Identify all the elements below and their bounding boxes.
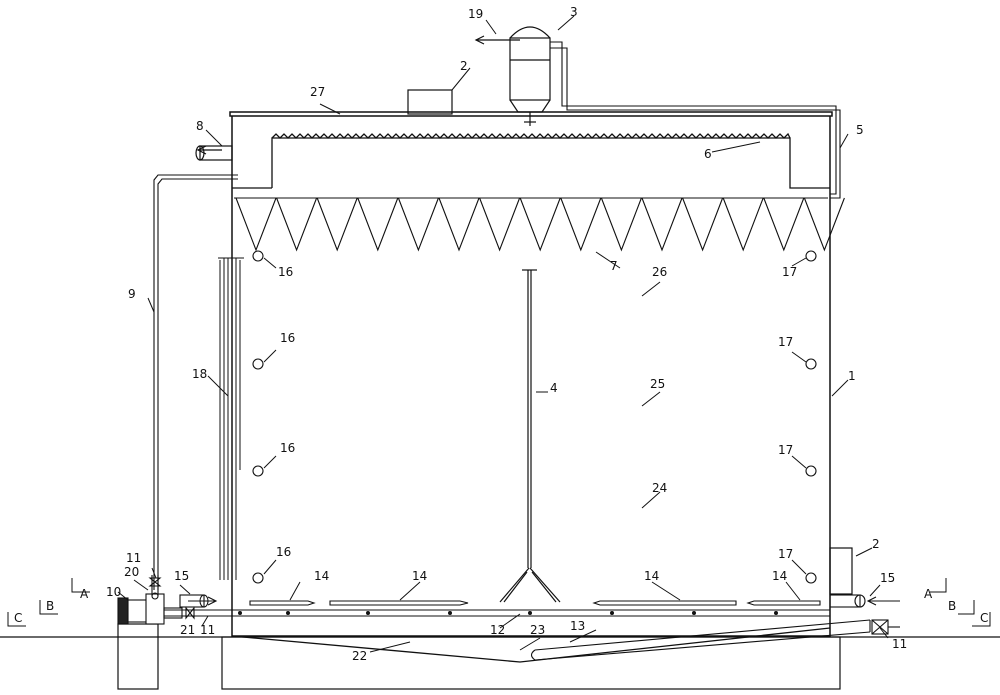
separator-funnel (803, 197, 845, 252)
separator-funnel (235, 197, 277, 252)
label-14-a: 14 (314, 569, 329, 583)
label-17-d: 17 (778, 547, 793, 561)
label-11-pump: 11 (200, 623, 215, 637)
gas-pipe (550, 41, 841, 199)
label-12: 12 (490, 623, 505, 637)
separator-funnel (641, 197, 683, 252)
label-23: 23 (530, 623, 545, 637)
section-right-a: A (924, 587, 933, 601)
inlet-pipes (179, 594, 900, 608)
section-markers (7, 578, 991, 627)
label-16-c: 16 (280, 441, 295, 455)
pipe-nozzle (448, 611, 452, 615)
label-7: 7 (610, 259, 618, 273)
recirculation-pipe (153, 174, 238, 590)
outlet-pipe (195, 145, 233, 161)
separator-funnel (357, 197, 399, 252)
separator-funnel (479, 197, 521, 252)
pipe-nozzle (774, 611, 778, 615)
separator-funnels (234, 197, 845, 252)
label-9: 9 (128, 287, 136, 301)
side-port (829, 547, 853, 595)
stirrer-shaft (499, 269, 561, 603)
label-17-b: 17 (778, 335, 793, 349)
label-8: 8 (196, 119, 204, 133)
label-16-d: 16 (276, 545, 291, 559)
label-16-a: 16 (278, 265, 293, 279)
label-11-top: 11 (126, 551, 141, 565)
pipe-nozzles (238, 611, 778, 615)
section-right-b: B (948, 599, 956, 613)
foundation (0, 623, 1000, 690)
separator-funnel (397, 197, 439, 252)
label-5: 5 (856, 123, 864, 137)
label-27: 27 (310, 85, 325, 99)
label-2-top: 2 (460, 59, 468, 73)
label-22: 22 (352, 649, 367, 663)
section-letters: C B A A B C (14, 587, 988, 625)
drain-pipe (530, 619, 871, 661)
pipe-nozzle (528, 611, 532, 615)
separator-funnel (519, 197, 561, 252)
section-left-b: B (46, 599, 54, 613)
label-4: 4 (550, 381, 558, 395)
label-13: 13 (570, 619, 585, 633)
label-18: 18 (192, 367, 207, 381)
sawtooth-weir (271, 132, 791, 139)
separator-funnel (682, 197, 724, 252)
hopper-bottom (231, 627, 831, 663)
label-14-b: 14 (412, 569, 427, 583)
label-20: 20 (124, 565, 139, 579)
label-17-c: 17 (778, 443, 793, 457)
pipe-nozzle (610, 611, 614, 615)
distributor-pipes (160, 600, 830, 617)
label-17-a: 17 (782, 265, 797, 279)
label-10: 10 (106, 585, 121, 599)
gas-cap (474, 26, 551, 126)
sampling-tubes (218, 257, 244, 580)
separator-funnel (276, 197, 318, 252)
label-21: 21 (180, 623, 195, 637)
pipe-nozzle (238, 611, 242, 615)
label-3: 3 (570, 5, 578, 19)
section-left-a: A (80, 587, 89, 601)
label-14-d: 14 (772, 569, 787, 583)
section-left-c: C (14, 611, 22, 625)
separator-funnel (560, 197, 602, 252)
separator-funnel (722, 197, 764, 252)
label-19: 19 (468, 7, 483, 21)
label-2-side: 2 (872, 537, 880, 551)
sample-ports (252, 250, 817, 584)
section-right-c: C (980, 611, 988, 625)
label-6: 6 (704, 147, 712, 161)
leader-lines (117, 15, 889, 653)
label-11-drain: 11 (892, 637, 907, 651)
label-15-left: 15 (174, 569, 189, 583)
pipe-nozzle (286, 611, 290, 615)
separator-funnel (600, 197, 642, 252)
label-26: 26 (652, 265, 667, 279)
drain-valve (871, 619, 900, 635)
separator-funnel (763, 197, 805, 252)
pump-assembly (117, 575, 200, 625)
label-24: 24 (652, 481, 667, 495)
label-1: 1 (848, 369, 856, 383)
separator-funnel (438, 197, 480, 252)
label-15-right: 15 (880, 571, 895, 585)
label-14-c: 14 (644, 569, 659, 583)
callout-labels: 1 2 2 3 4 5 6 7 8 9 10 11 11 11 12 13 14… (106, 5, 907, 663)
label-16-b: 16 (280, 331, 295, 345)
pipe-nozzle (366, 611, 370, 615)
collection-trough (232, 132, 830, 189)
pipe-nozzle (692, 611, 696, 615)
label-25: 25 (650, 377, 665, 391)
separator-funnel (316, 197, 358, 252)
lid-port (407, 89, 453, 115)
